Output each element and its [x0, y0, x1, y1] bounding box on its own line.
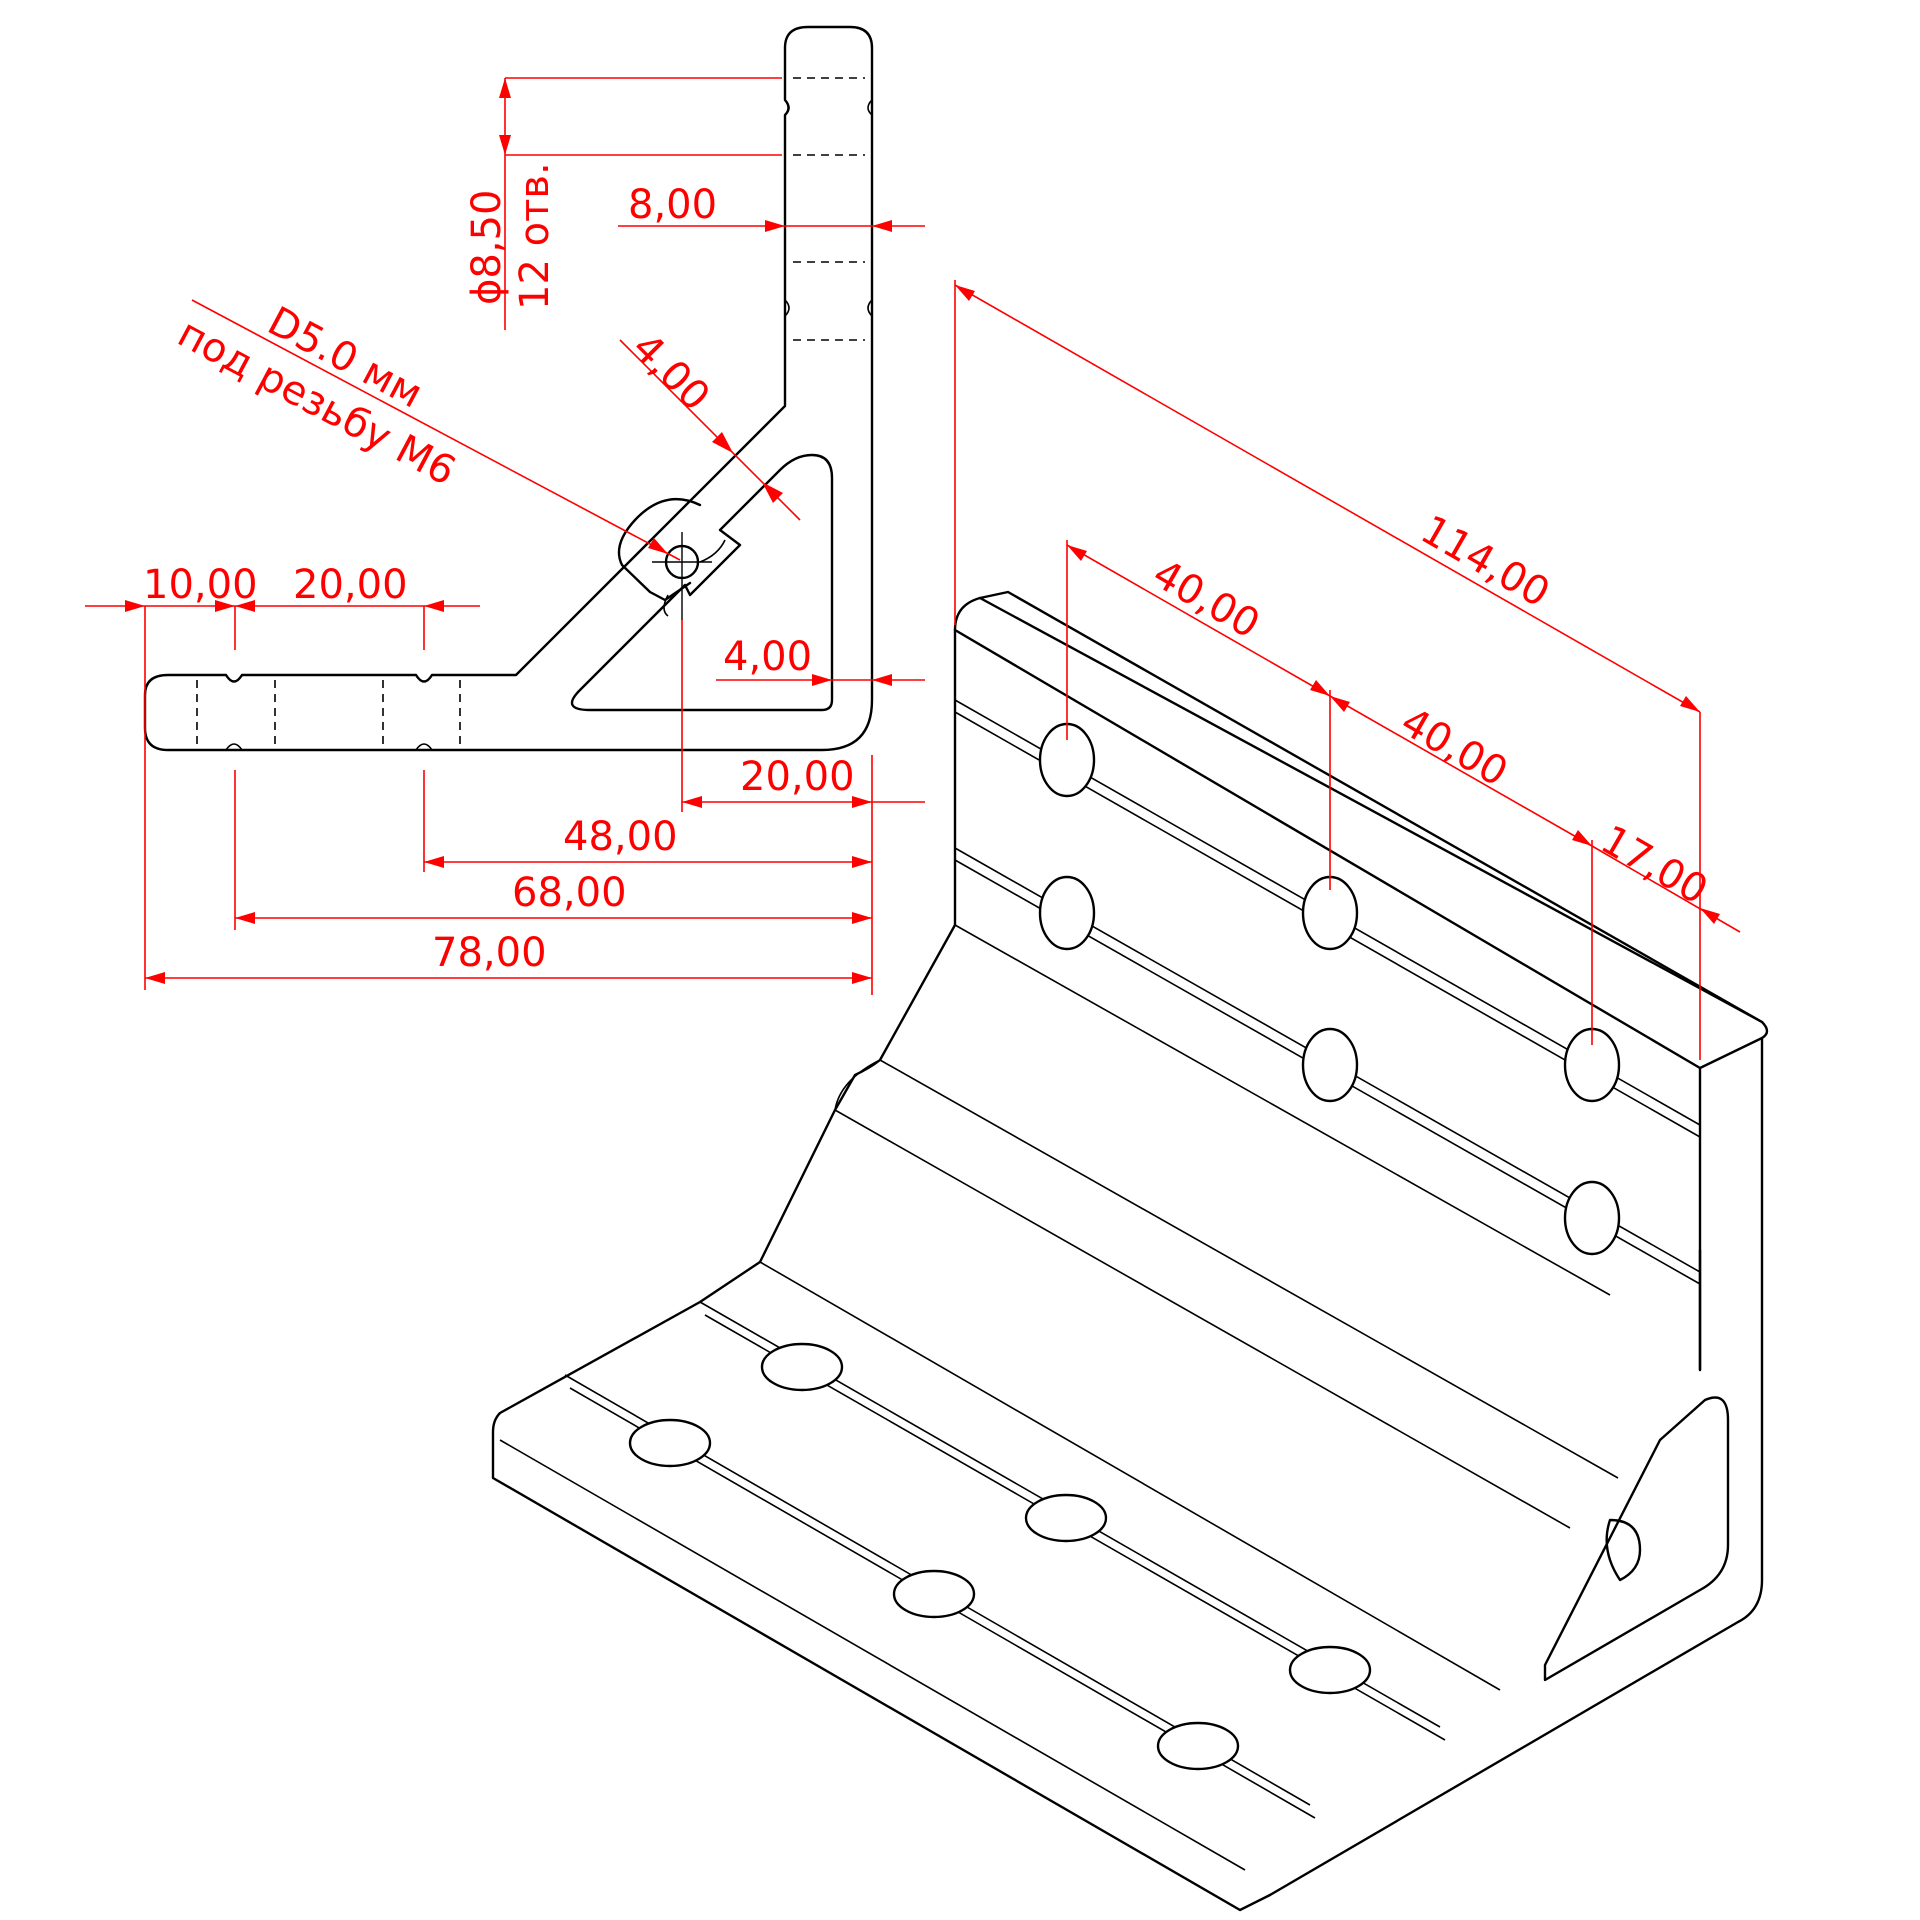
arrow: [125, 600, 145, 612]
arrow: [1330, 696, 1350, 712]
iso-inclined-lines: [759, 924, 1619, 1691]
iso-fillet-curve: [834, 1059, 881, 1111]
arrow: [499, 78, 511, 98]
arrow: [765, 220, 785, 232]
section-view: [143, 25, 874, 752]
label-hole-count: 12 отв.: [512, 162, 558, 310]
arrow: [682, 796, 702, 808]
triangle-void: [570, 453, 834, 712]
extension-lines: [144, 620, 873, 995]
iso-hole: [1038, 875, 1096, 951]
arrow: [1067, 545, 1087, 561]
arrow: [1680, 696, 1700, 712]
dim-line-hole-dia: [504, 77, 782, 330]
groove-notch-bottom: [225, 743, 433, 751]
dim-line-40b: [1329, 695, 1593, 847]
arrow: [955, 285, 975, 301]
iso-hole: [1563, 1180, 1621, 1256]
label-dim-48: 48,00: [563, 814, 678, 860]
arrow: [852, 912, 872, 924]
arrow: [424, 600, 444, 612]
iso-top-edge: [953, 596, 1764, 1070]
arrow: [499, 135, 511, 155]
hole-hidden-lines: [196, 77, 865, 745]
arrow: [872, 674, 892, 686]
groove-notch-top: [784, 99, 873, 317]
arrow: [852, 856, 872, 868]
label-dim-4-horiz: 4,00: [723, 634, 812, 680]
iso-hole: [1024, 1493, 1108, 1543]
arrow: [762, 482, 783, 503]
label-dim-20-top: 20,00: [293, 562, 408, 608]
label-dim-78: 78,00: [432, 930, 547, 976]
iso-hole: [892, 1569, 976, 1619]
iso-vertical-plate-left: [491, 628, 1272, 1912]
iso-end-triangle: [1543, 1396, 1730, 1682]
arrow: [852, 796, 872, 808]
iso-base-front-edge: [499, 1439, 1246, 1871]
label-dim-8: 8,00: [628, 182, 717, 228]
dim-line-40a: [1066, 544, 1331, 697]
arrow: [235, 912, 255, 924]
arrow: [145, 972, 165, 984]
iso-end-screw: [1605, 1518, 1642, 1582]
arrow: [1572, 830, 1592, 846]
arrow: [215, 600, 235, 612]
label-dim-20-bottom: 20,00: [740, 754, 855, 800]
arrow: [424, 856, 444, 868]
iso-extension-lines: [954, 280, 1701, 1060]
iso-hole: [1288, 1645, 1372, 1695]
label-hole-dia: ϕ8,50: [464, 190, 510, 305]
dim-line-10-20: [85, 605, 480, 760]
leader-thread: [191, 299, 681, 561]
arrow: [852, 972, 872, 984]
iso-hole: [760, 1342, 844, 1392]
label-dim-68: 68,00: [512, 870, 627, 916]
iso-hole: [1156, 1721, 1240, 1771]
arrow: [712, 432, 733, 453]
arrow: [812, 674, 832, 686]
label-dim-10: 10,00: [143, 562, 258, 608]
arrow: [648, 538, 668, 554]
screw-channel-lip: [663, 539, 726, 617]
arrow: [1700, 908, 1720, 924]
arrow: [872, 220, 892, 232]
arrow: [1310, 680, 1330, 696]
screw-channel: [617, 497, 702, 602]
arrow: [235, 600, 255, 612]
dim-line-114: [954, 284, 1701, 713]
iso-hole: [628, 1418, 712, 1468]
iso-hole: [1301, 1027, 1359, 1103]
iso-right-end: [1268, 1036, 1764, 1897]
